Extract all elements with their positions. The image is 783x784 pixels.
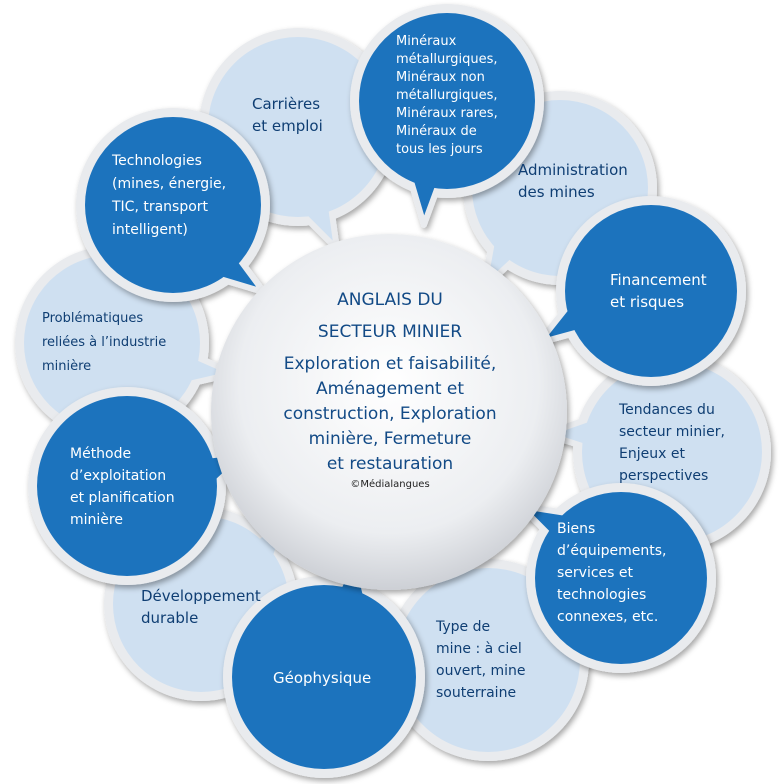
- bubble-problematiques-line: reliées à l’industrie: [42, 335, 167, 350]
- bubble-technologies-line: TIC, transport: [112, 199, 209, 215]
- bubble-methode-line: d’exploitation: [70, 468, 167, 484]
- bubble-tendances-line: Enjeux et: [619, 446, 685, 462]
- bubble-shape-geophysique: [223, 547, 425, 778]
- bubble-shape-technologies: [76, 108, 270, 302]
- bubble-biens-line: d’équipements,: [557, 543, 667, 559]
- bubble-developpement-line: durable: [141, 609, 199, 627]
- bubble-shape-mineraux: [350, 4, 544, 228]
- bubble-carrieres: Carrières et emploi: [252, 93, 323, 137]
- bubble-methode-line: Méthode: [70, 446, 132, 462]
- bubble-technologies-line: intelligent): [112, 222, 188, 238]
- center-subtitle-line: minière, Fermeture: [308, 429, 472, 449]
- bubble-geophysique-line: Géophysique: [273, 669, 372, 687]
- bubble-mineraux-line: Minéraux de: [396, 124, 477, 139]
- bubble-technologies-line: Technologies: [112, 153, 202, 169]
- center-subtitle-line: Aménagement et: [315, 379, 465, 399]
- bubble-methode-line: et planification: [70, 490, 175, 506]
- bubble-shape-methode: [28, 387, 254, 585]
- bubble-technologies: Technologies (mines, énergie, TIC, trans…: [112, 150, 226, 242]
- bubble-mineraux-line: Minéraux: [396, 34, 457, 49]
- bubble-geophysique: Géophysique: [273, 667, 371, 689]
- bubble-tendances: Tendances du secteur minier, Enjeux et p…: [619, 399, 725, 487]
- center-subtitle-line: et restauration: [326, 454, 454, 474]
- bubble-tendances-line: perspectives: [619, 468, 709, 484]
- bubble-fill: [37, 396, 217, 576]
- bubble-type-mine: Type de mine : à ciel ouvert, mine soute…: [436, 616, 526, 704]
- center-content: ANGLAIS DU SECTEUR MINIER Exploration et…: [220, 284, 560, 490]
- bubble-shape-financement: [535, 196, 746, 386]
- bubble-biens: Biens d’équipements, services et technol…: [557, 518, 666, 628]
- bubble-problematiques: Problématiques reliées à l’industrie min…: [42, 307, 166, 379]
- bubble-mineraux-line: métallurgiques,: [396, 52, 498, 67]
- center-circle: [211, 234, 567, 590]
- bubble-administration-line: Administration: [518, 161, 628, 179]
- bubble-developpement-line: Développement: [141, 587, 261, 605]
- bubble-type-mine-line: Type de: [436, 619, 491, 635]
- bubble-mineraux-line: Minéraux rares,: [396, 106, 498, 121]
- bubble-financement-line: et risques: [610, 293, 685, 311]
- bubble-tendances-line: secteur minier,: [619, 424, 725, 440]
- bubble-mineraux-line: tous les jours: [396, 142, 483, 157]
- bubble-financement-line: Financement: [610, 271, 707, 289]
- bubble-biens-line: technologies: [557, 587, 647, 603]
- bubble-fill: [232, 585, 416, 769]
- bubble-methode-line: minière: [70, 512, 123, 528]
- bubble-type-mine-line: souterraine: [436, 685, 517, 701]
- bubble-technologies-line: (mines, énergie,: [112, 176, 227, 192]
- bubble-biens-line: services et: [557, 565, 633, 581]
- bubble-type-mine-line: mine : à ciel: [436, 641, 522, 657]
- bubble-administration: Administration des mines: [518, 159, 628, 203]
- bubble-type-mine-line: ouvert, mine: [436, 663, 526, 679]
- bubble-administration-line: des mines: [518, 183, 595, 201]
- bubble-financement: Financement et risques: [610, 269, 707, 313]
- bubble-mineraux: Minéraux métallurgiques, Minéraux non mé…: [396, 33, 498, 159]
- bubble-mineraux-line: Minéraux non: [396, 70, 485, 85]
- bubble-methode: Méthode d’exploitation et planification …: [70, 443, 175, 531]
- bubble-biens-line: Biens: [557, 521, 596, 537]
- bubble-shape-biens: [517, 483, 716, 673]
- bubble-biens-line: connexes, etc.: [557, 609, 659, 625]
- bubble-carrieres-line: Carrières: [252, 95, 321, 113]
- bubble-problematiques-line: Problématiques: [42, 311, 144, 326]
- bubble-fill: [359, 13, 535, 189]
- bubble-fill: [85, 117, 261, 293]
- bubble-tendances-line: Tendances du: [619, 402, 715, 418]
- bubble-fill: [565, 205, 737, 377]
- bubble-problematiques-line: minière: [42, 359, 92, 374]
- center-title-line1: ANGLAIS DU: [337, 290, 443, 310]
- center-subtitle-line: construction, Exploration: [283, 404, 497, 424]
- center-title-line2: SECTEUR MINIER: [317, 322, 463, 342]
- bubble-developpement: Développement durable: [141, 585, 261, 629]
- bubble-carrieres-line: et emploi: [252, 117, 323, 135]
- bubble-mineraux-line: métallurgiques,: [396, 88, 498, 103]
- center-subtitle-line: Exploration et faisabilité,: [283, 354, 497, 374]
- copyright: ©Médialangues: [350, 479, 430, 490]
- bubble-fill: [535, 492, 707, 664]
